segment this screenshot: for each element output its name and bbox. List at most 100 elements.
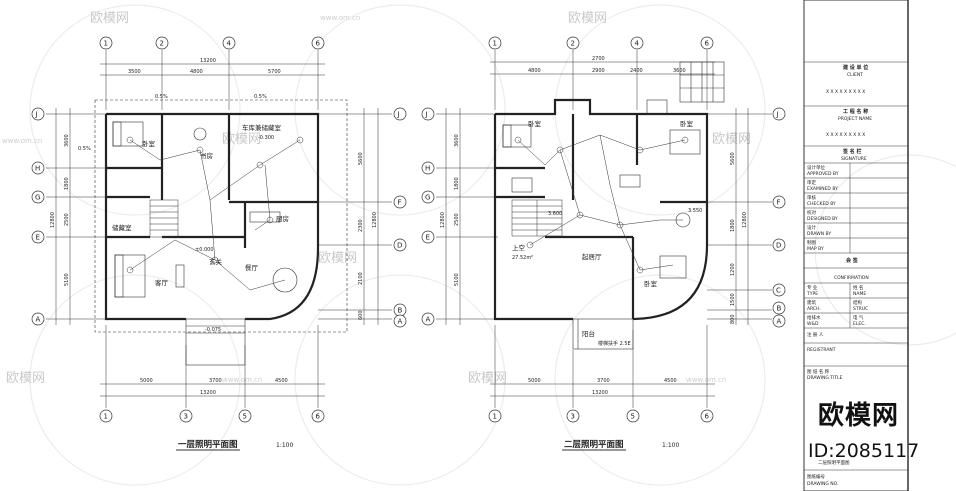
title-block-row-label: CHECKED BY: [807, 201, 836, 207]
dimension: 3600: [454, 134, 460, 147]
room-label: 书房: [200, 151, 213, 160]
room-label: 储藏室: [112, 223, 132, 232]
walls: [104, 112, 320, 321]
dimension: 1800: [64, 177, 70, 190]
title-block-label: 图纸编号: [807, 473, 825, 480]
axis-label: 4: [635, 40, 640, 48]
title-block-row-label: W&D: [807, 321, 819, 327]
axis-label: D: [397, 242, 402, 250]
axis-label: B: [777, 305, 782, 313]
dimension: 3600: [673, 68, 686, 74]
lighting-wiring: [129, 139, 301, 291]
brand-id: ID:2085117: [808, 440, 919, 462]
watermark-url: www.om.cn: [222, 376, 262, 384]
dimension: 2500: [454, 213, 460, 226]
axis-label: B: [398, 307, 403, 315]
dimension: 1500: [730, 293, 736, 306]
title-block-row-label: 审核: [807, 194, 816, 201]
axis-label: J: [776, 111, 779, 119]
room-label: 玄关: [209, 257, 223, 266]
axis-label: 2: [571, 40, 575, 48]
plan-title: 一层照明平面图: [178, 440, 238, 450]
dimension: 4800: [190, 69, 203, 75]
dimension: 4500: [664, 378, 677, 384]
dimension-total: 12800: [50, 212, 56, 228]
dimension-total: 13200: [200, 390, 216, 396]
title-block-label: SIGNATURE: [841, 156, 867, 162]
title-block-row-label: 设计单位: [807, 164, 825, 171]
title-block-label: REGISTRANT: [807, 347, 836, 353]
axis-label: A: [777, 318, 782, 326]
watermark-brand: 欧模网: [568, 11, 607, 26]
watermark-brand: 欧模网: [318, 251, 357, 266]
axis-label: 6: [705, 40, 710, 48]
title-block-row-label: DESIGNED BY: [807, 216, 838, 222]
room-label: 卧室: [644, 279, 658, 288]
brand-name: 欧模网: [818, 400, 899, 431]
title-block-value: X X X X X X X X X: [826, 89, 865, 95]
dimension: 5600: [730, 152, 736, 165]
dimension: 2700: [592, 56, 605, 62]
dimension: 2100: [358, 272, 364, 285]
level-mark: -0.300: [258, 135, 274, 141]
axis-label: G: [35, 194, 40, 202]
title-block-row-label: ELEC.: [853, 321, 866, 327]
axis-label: A: [398, 318, 403, 326]
drawing-name: 二层照明平面图: [818, 460, 850, 466]
axis-label: 6: [316, 413, 321, 421]
axis-label: 3: [184, 413, 188, 421]
dimension-total: 13200: [592, 390, 608, 396]
watermark-brand: 欧模网: [468, 371, 507, 386]
title-block-row-label: 给排水: [807, 314, 821, 321]
room-label: 卧室: [142, 139, 156, 148]
room-label: 厨房: [276, 214, 289, 223]
axis-label: 1: [493, 40, 497, 48]
dimension: 5100: [64, 273, 70, 286]
axis-label: 6: [316, 40, 321, 48]
axis-label: A: [426, 316, 431, 324]
dimension: 2300: [358, 219, 364, 232]
axis-label: E: [36, 234, 40, 242]
axis-label: J: [425, 111, 428, 119]
title-block-row-label: 姓 名: [853, 284, 863, 291]
axis-label: E: [426, 234, 430, 242]
plan-scale: 1:100: [276, 442, 293, 449]
level-mark: -0.075: [205, 327, 221, 333]
axis-label: 2: [160, 40, 164, 48]
title-block-row-label: APPROVED BY: [807, 171, 839, 177]
dimension-total: 12800: [742, 212, 748, 228]
title-block-row-label: TYPE: [806, 291, 818, 297]
level-mark: 3.600: [548, 211, 562, 217]
title-block-row-label: 设计: [807, 224, 816, 231]
dimension: 5700: [268, 69, 281, 75]
watermark-brand: 欧模网: [222, 132, 261, 147]
axis-label: J: [397, 111, 400, 119]
area-label: 27.52m²: [512, 255, 533, 261]
axis-label: 1: [104, 413, 108, 421]
plan-first-floor: 1 2 4 6 13200 3500 4800 5700 J H G: [31, 36, 407, 451]
room-label: 上空: [512, 243, 526, 252]
watermark-brand: 欧模网: [90, 11, 129, 26]
title-block-label: DRAWING NO.: [807, 481, 838, 487]
title-block-row-label: DRAWN BY: [807, 231, 831, 237]
axis-label: J: [35, 111, 38, 119]
title-block-row-label: MAP BY: [807, 246, 824, 252]
dimension: 2500: [64, 213, 70, 226]
title-block-row-label: 校对: [807, 209, 816, 216]
dimension-total: 12800: [372, 212, 378, 228]
title-block-row-label: 审定: [807, 179, 816, 186]
watermark-url: www.om.cn: [2, 137, 42, 145]
dimension: 2400: [630, 68, 643, 74]
axis-label: F: [777, 199, 781, 207]
title-block-row-label: 电 气: [853, 314, 864, 321]
dimension: 5000: [140, 378, 153, 384]
axis-label: 3: [571, 413, 575, 421]
title-block-row-label: ARCH.: [807, 306, 821, 312]
dimension: 800: [730, 314, 736, 324]
dimension: 2900: [592, 68, 605, 74]
stair-note: 楼梯扶手 2.5E: [598, 340, 631, 347]
title-block-row-label: EXAMINED BY: [807, 186, 838, 192]
watermark-url: www.om.cn: [320, 14, 360, 22]
axis-bubble: [99, 36, 325, 50]
title-block-row-label: 结构: [853, 299, 862, 306]
